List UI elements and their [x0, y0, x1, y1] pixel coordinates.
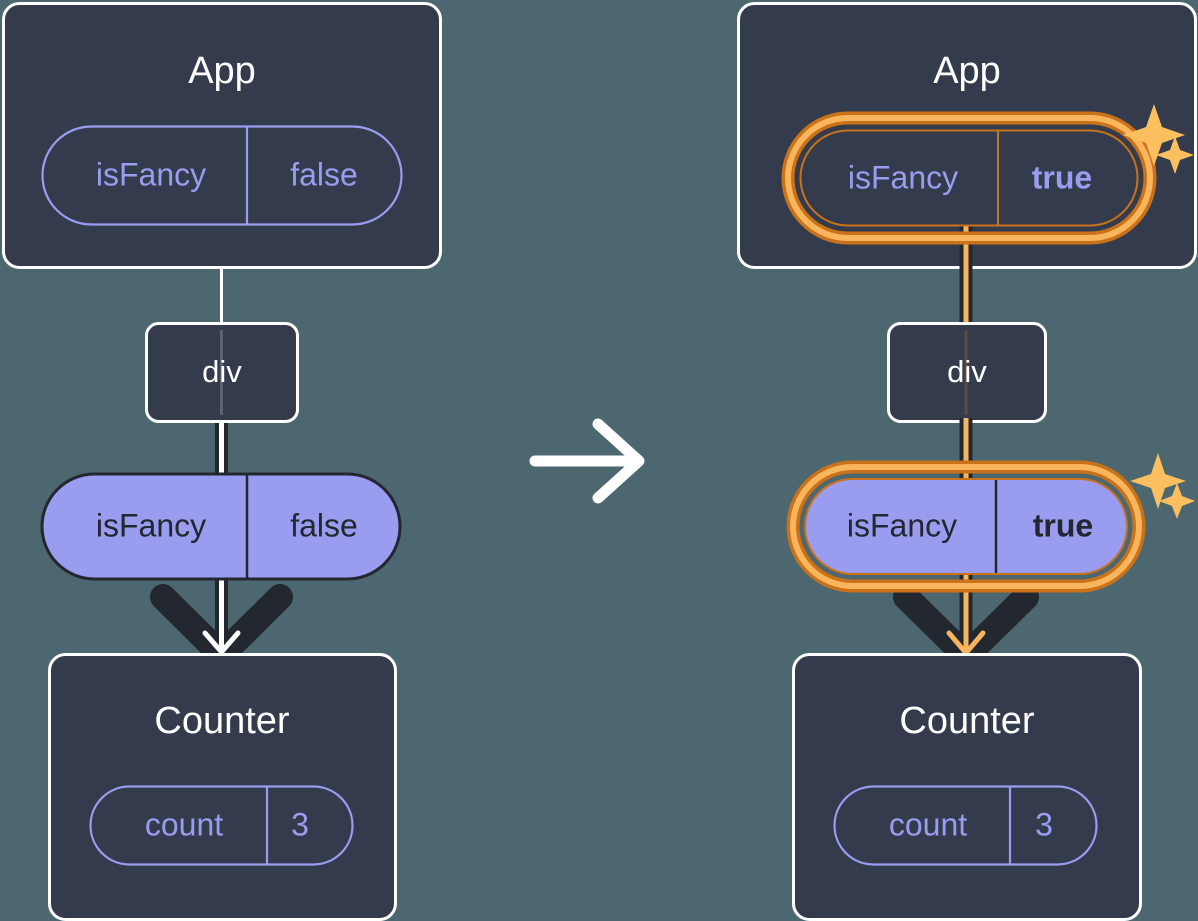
app-pill-value-before: false — [290, 156, 358, 192]
counter-title-before: Counter — [154, 700, 290, 742]
pill-solid-shape — [804, 478, 1128, 575]
counter-pill-value-after: 3 — [1035, 806, 1053, 842]
app-pill-key-after: isFancy — [848, 159, 958, 195]
prop-pill-before: isFancy false — [40, 472, 402, 581]
div-box-after: div — [887, 322, 1047, 423]
counter-pill-value-before: 3 — [291, 806, 309, 842]
div-label-after: div — [947, 354, 987, 389]
counter-box-before: Counter count 3 — [48, 653, 397, 921]
counter-state-pill-after: count 3 — [833, 785, 1098, 866]
pill-outline-shape — [89, 785, 354, 866]
arrow-right-icon — [529, 418, 645, 504]
pill-outline-shape — [41, 125, 403, 226]
sparkle-small-icon — [1156, 136, 1194, 174]
counter-pill-key-before: count — [145, 806, 223, 842]
div-label-before: div — [202, 354, 242, 389]
app-box-before: App — [2, 2, 442, 269]
prop-pill-after: isFancy true — [786, 460, 1146, 593]
sparkle-small-icon — [1159, 483, 1195, 519]
pill-outline-shape — [799, 129, 1139, 227]
counter-title-after: Counter — [899, 700, 1035, 742]
sparkle-large-icon — [1123, 104, 1185, 166]
sparkle-group-app-after — [1123, 104, 1194, 174]
prop-pill-value-after: true — [1033, 507, 1093, 543]
div-box-before: div — [145, 322, 299, 423]
counter-box-after: Counter count 3 — [792, 653, 1142, 921]
prop-pill-key-after: isFancy — [847, 507, 957, 543]
pill-outline-shape — [833, 785, 1098, 866]
counter-state-pill-before: count 3 — [89, 785, 354, 866]
app-state-pill-after: isFancy true — [781, 111, 1157, 245]
app-pill-value-after: true — [1032, 159, 1092, 195]
pill-solid-shape — [40, 472, 402, 581]
arrow-pill-to-counter-after — [893, 560, 1039, 669]
app-title-before: App — [188, 50, 256, 92]
counter-pill-key-after: count — [889, 806, 967, 842]
app-title-after: App — [933, 50, 1001, 92]
sparkle-group-prop-after — [1130, 453, 1195, 519]
highlight-ring-inner — [790, 464, 1142, 589]
app-state-pill-before: isFancy false — [41, 125, 403, 226]
highlight-ring-inner — [785, 115, 1153, 241]
app-pill-key-before: isFancy — [96, 156, 206, 192]
sparkle-large-icon — [1130, 453, 1186, 509]
prop-pill-value-before: false — [290, 507, 358, 543]
prop-pill-key-before: isFancy — [96, 507, 206, 543]
